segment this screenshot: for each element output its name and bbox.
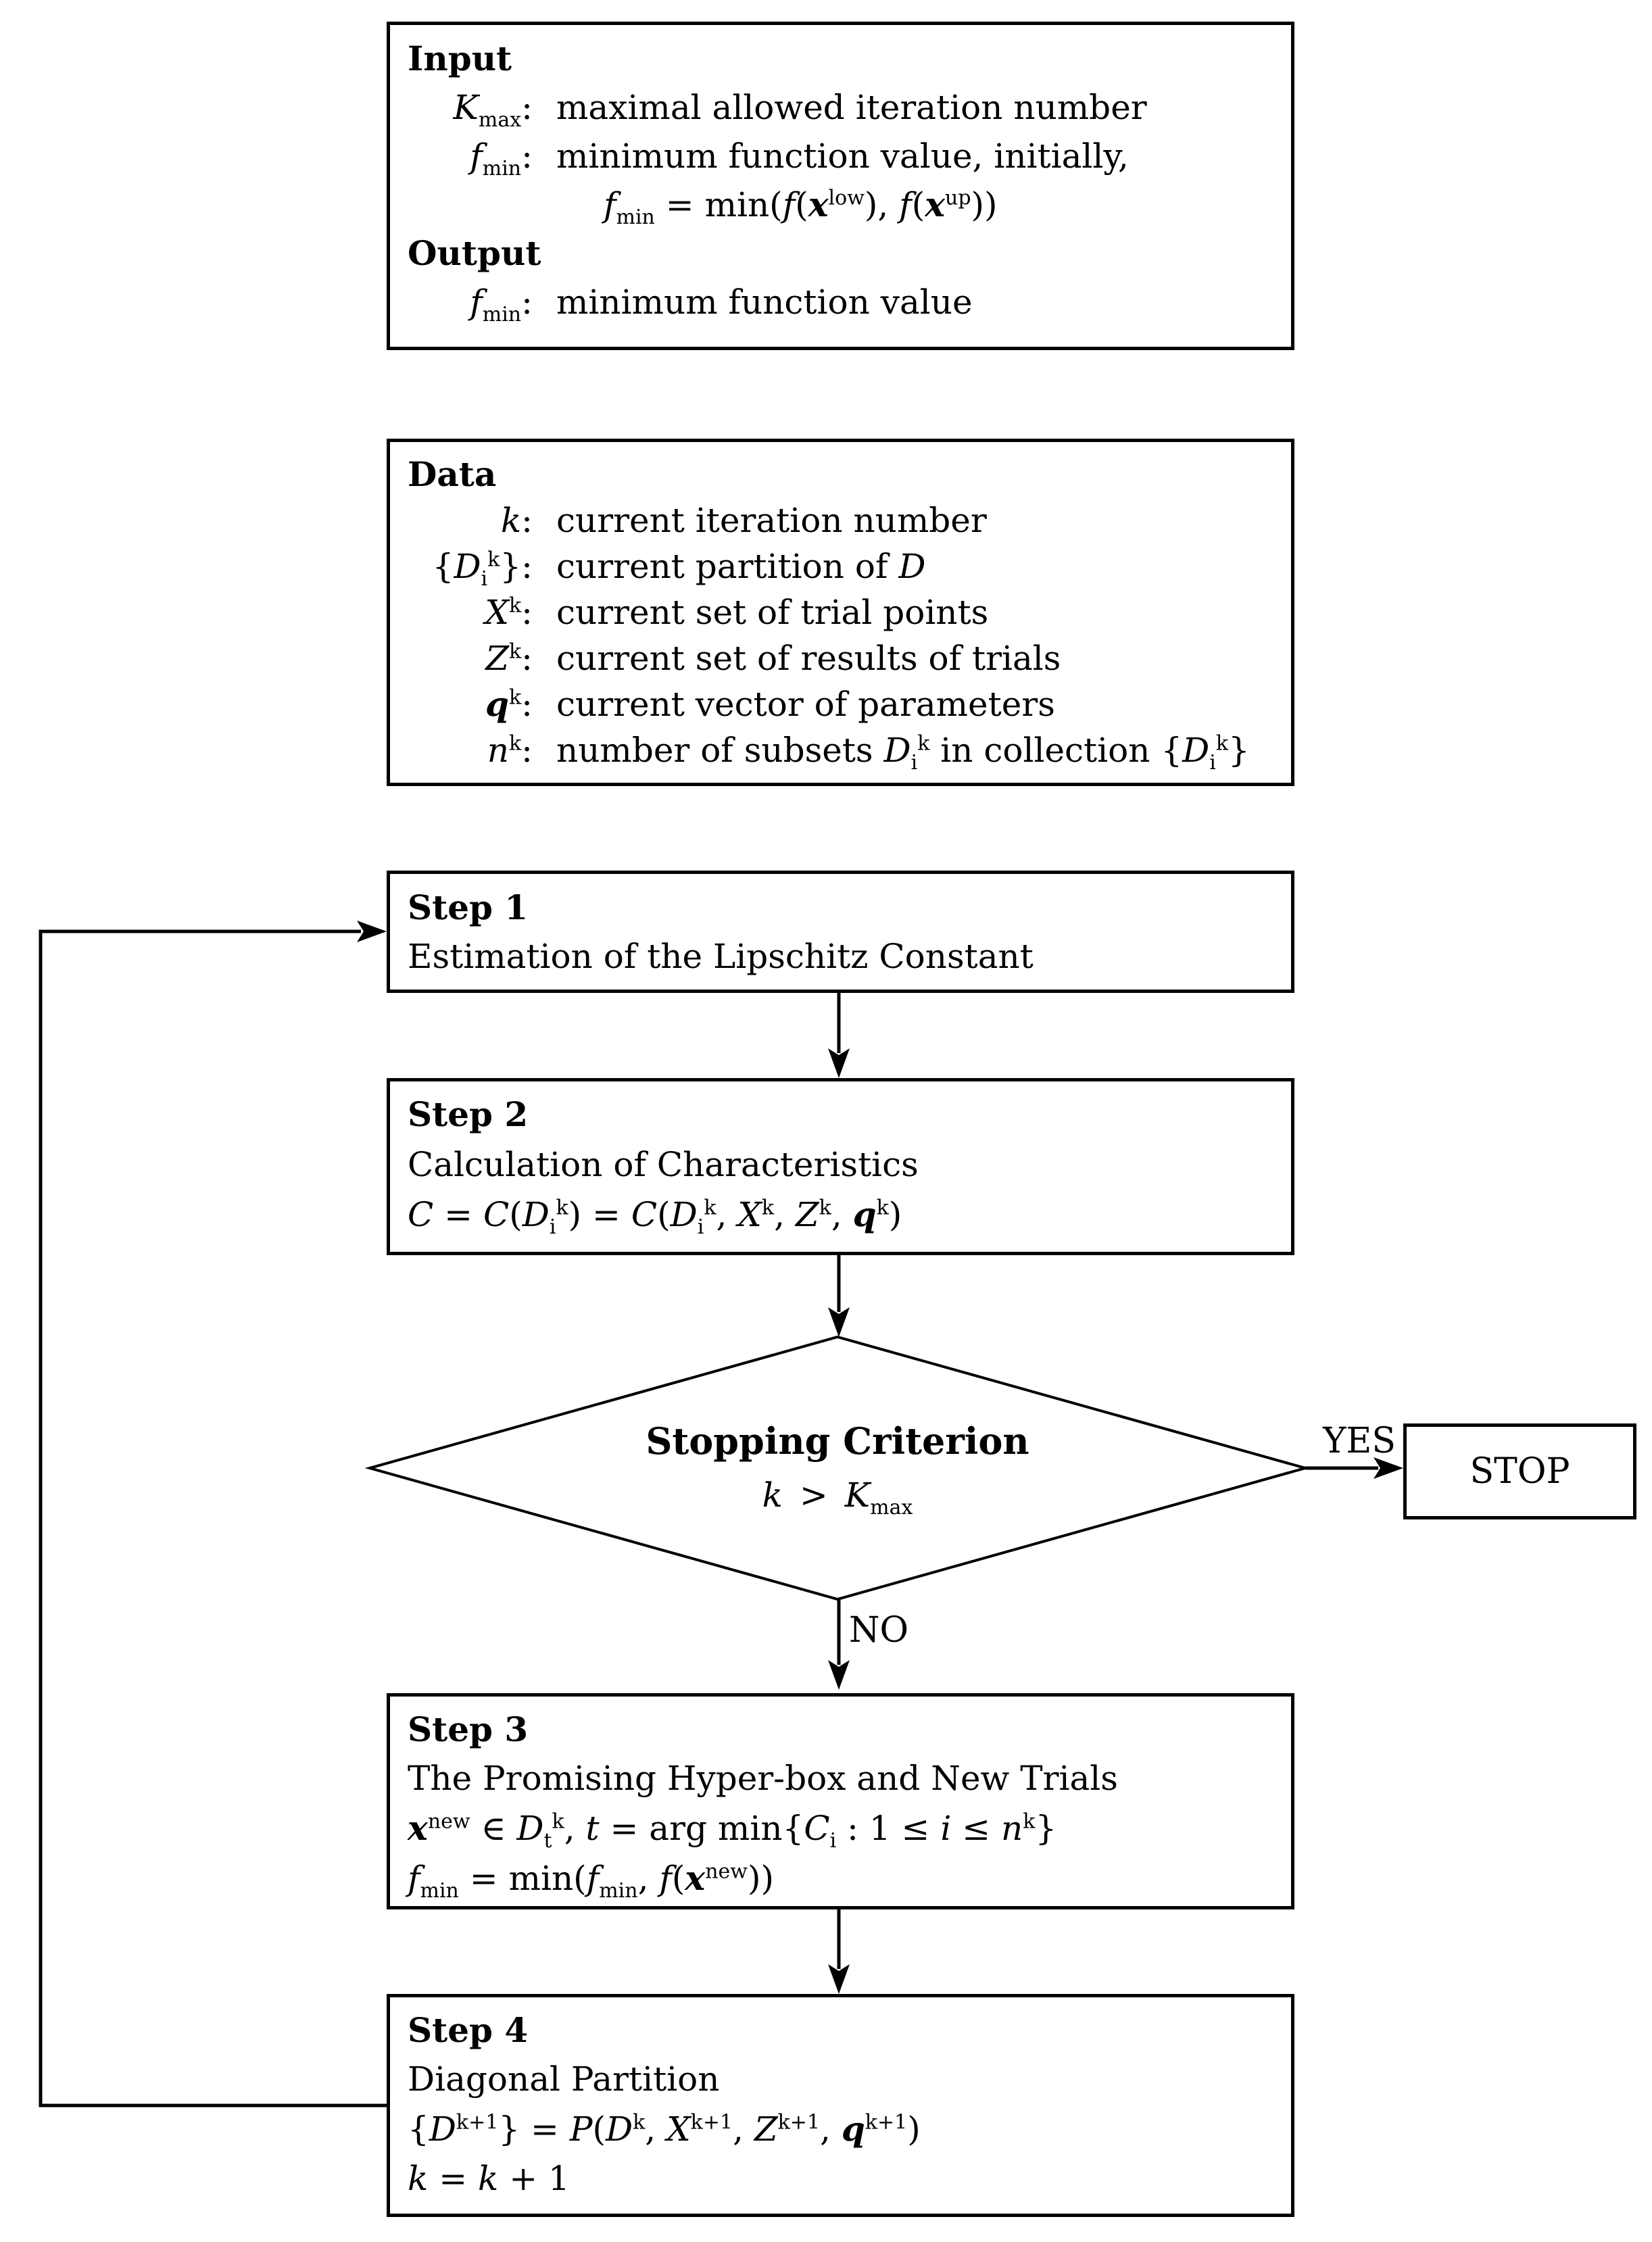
step3-formula2: fmin = min(fmin, f(xnew))	[408, 1858, 774, 1903]
arrowhead-step4-icon	[828, 1964, 850, 1994]
data-term-label: Zk:	[485, 639, 533, 678]
arrowhead-decision-icon	[828, 1307, 850, 1337]
loopback-arrowhead-icon	[357, 921, 387, 942]
data-term-description: current vector of parameters	[556, 685, 1055, 724]
data-term-description: current partition of D	[556, 547, 926, 586]
step2-text: Calculation of Characteristics	[408, 1145, 919, 1184]
data-term-description: current iteration number	[556, 501, 987, 540]
step3-title: Step 3	[408, 1709, 529, 1749]
input-term-label	[408, 180, 533, 229]
step1-text: Estimation of the Lipschitz Constant	[408, 937, 1034, 976]
data-term-label: {Dik}:	[432, 547, 533, 591]
data-term-label: k:	[500, 501, 533, 540]
step3-text: The Promising Hyper-box and New Trials	[408, 1759, 1118, 1798]
input-term-description: minimum function value, initially,	[556, 137, 1129, 176]
step2-box: Step 2 Calculation of Characteristics C …	[387, 1078, 1294, 1255]
step4-formula1: {Dk+1} = P(Dk, Xk+1, Zk+1, qk+1)	[408, 2109, 921, 2149]
data-term-description: current set of results of trials	[556, 639, 1061, 678]
data-term-label: qk:	[485, 684, 533, 724]
data-term-label: Xk:	[485, 593, 533, 632]
output-term-label: fmin:	[470, 283, 533, 326]
stop-label: STOP	[1469, 1451, 1570, 1492]
output-heading: Output	[408, 233, 541, 273]
step1-box: Step 1 Estimation of the Lipschitz Const…	[387, 871, 1294, 993]
step2-formula: C = C(Dik) = C(Dik, Xk, Zk, qk)	[408, 1194, 902, 1239]
stop-box: STOP	[1403, 1423, 1636, 1519]
decision-label-group: Stopping Criterion k > Kmax	[370, 1337, 1305, 1599]
input-term-description: maximal allowed iteration number	[556, 88, 1147, 127]
step4-text: Diagonal Partition	[408, 2060, 720, 2099]
arrowhead-step2-icon	[828, 1048, 850, 1078]
data-term-description: number of subsets Dik in collection {Dik…	[556, 731, 1250, 775]
arrowhead-stop-icon	[1374, 1457, 1403, 1479]
input-term-label: Kmax:	[453, 88, 533, 132]
decision-title: Stopping Criterion	[646, 1419, 1029, 1463]
step3-formula1: xnew ∈ Dtk, t = arg min{Ci : 1 ≤ i ≤ nk}	[408, 1808, 1057, 1853]
data-term-label: nk:	[487, 731, 533, 770]
output-term-description: minimum function value	[556, 283, 973, 322]
data-heading: Data	[408, 454, 497, 494]
no-edge-label: NO	[849, 1610, 909, 1651]
data-box: Data k: current iteration number {Dik}: …	[387, 439, 1294, 786]
step1-title: Step 1	[408, 887, 529, 927]
step4-title: Step 4	[408, 2010, 529, 2050]
input-formula: fmin = min(f(xlow), f(xup))	[604, 185, 998, 229]
loopback-arrow-line	[39, 929, 387, 2107]
step3-box: Step 3 The Promising Hyper-box and New T…	[387, 1693, 1294, 1909]
input-term-label: fmin:	[470, 137, 533, 180]
decision-condition: k > Kmax	[762, 1476, 913, 1519]
step2-title: Step 2	[408, 1094, 529, 1134]
input-output-box: Input Kmax: maximal allowed iteration nu…	[387, 22, 1294, 350]
step4-box: Step 4 Diagonal Partition {Dk+1} = P(Dk,…	[387, 1994, 1294, 2217]
input-heading: Input	[408, 39, 512, 78]
data-term-description: current set of trial points	[556, 593, 989, 632]
yes-edge-label: YES	[1323, 1421, 1396, 1461]
arrowhead-step3-icon	[828, 1660, 850, 1690]
step4-formula2: k = k + 1	[408, 2159, 570, 2198]
